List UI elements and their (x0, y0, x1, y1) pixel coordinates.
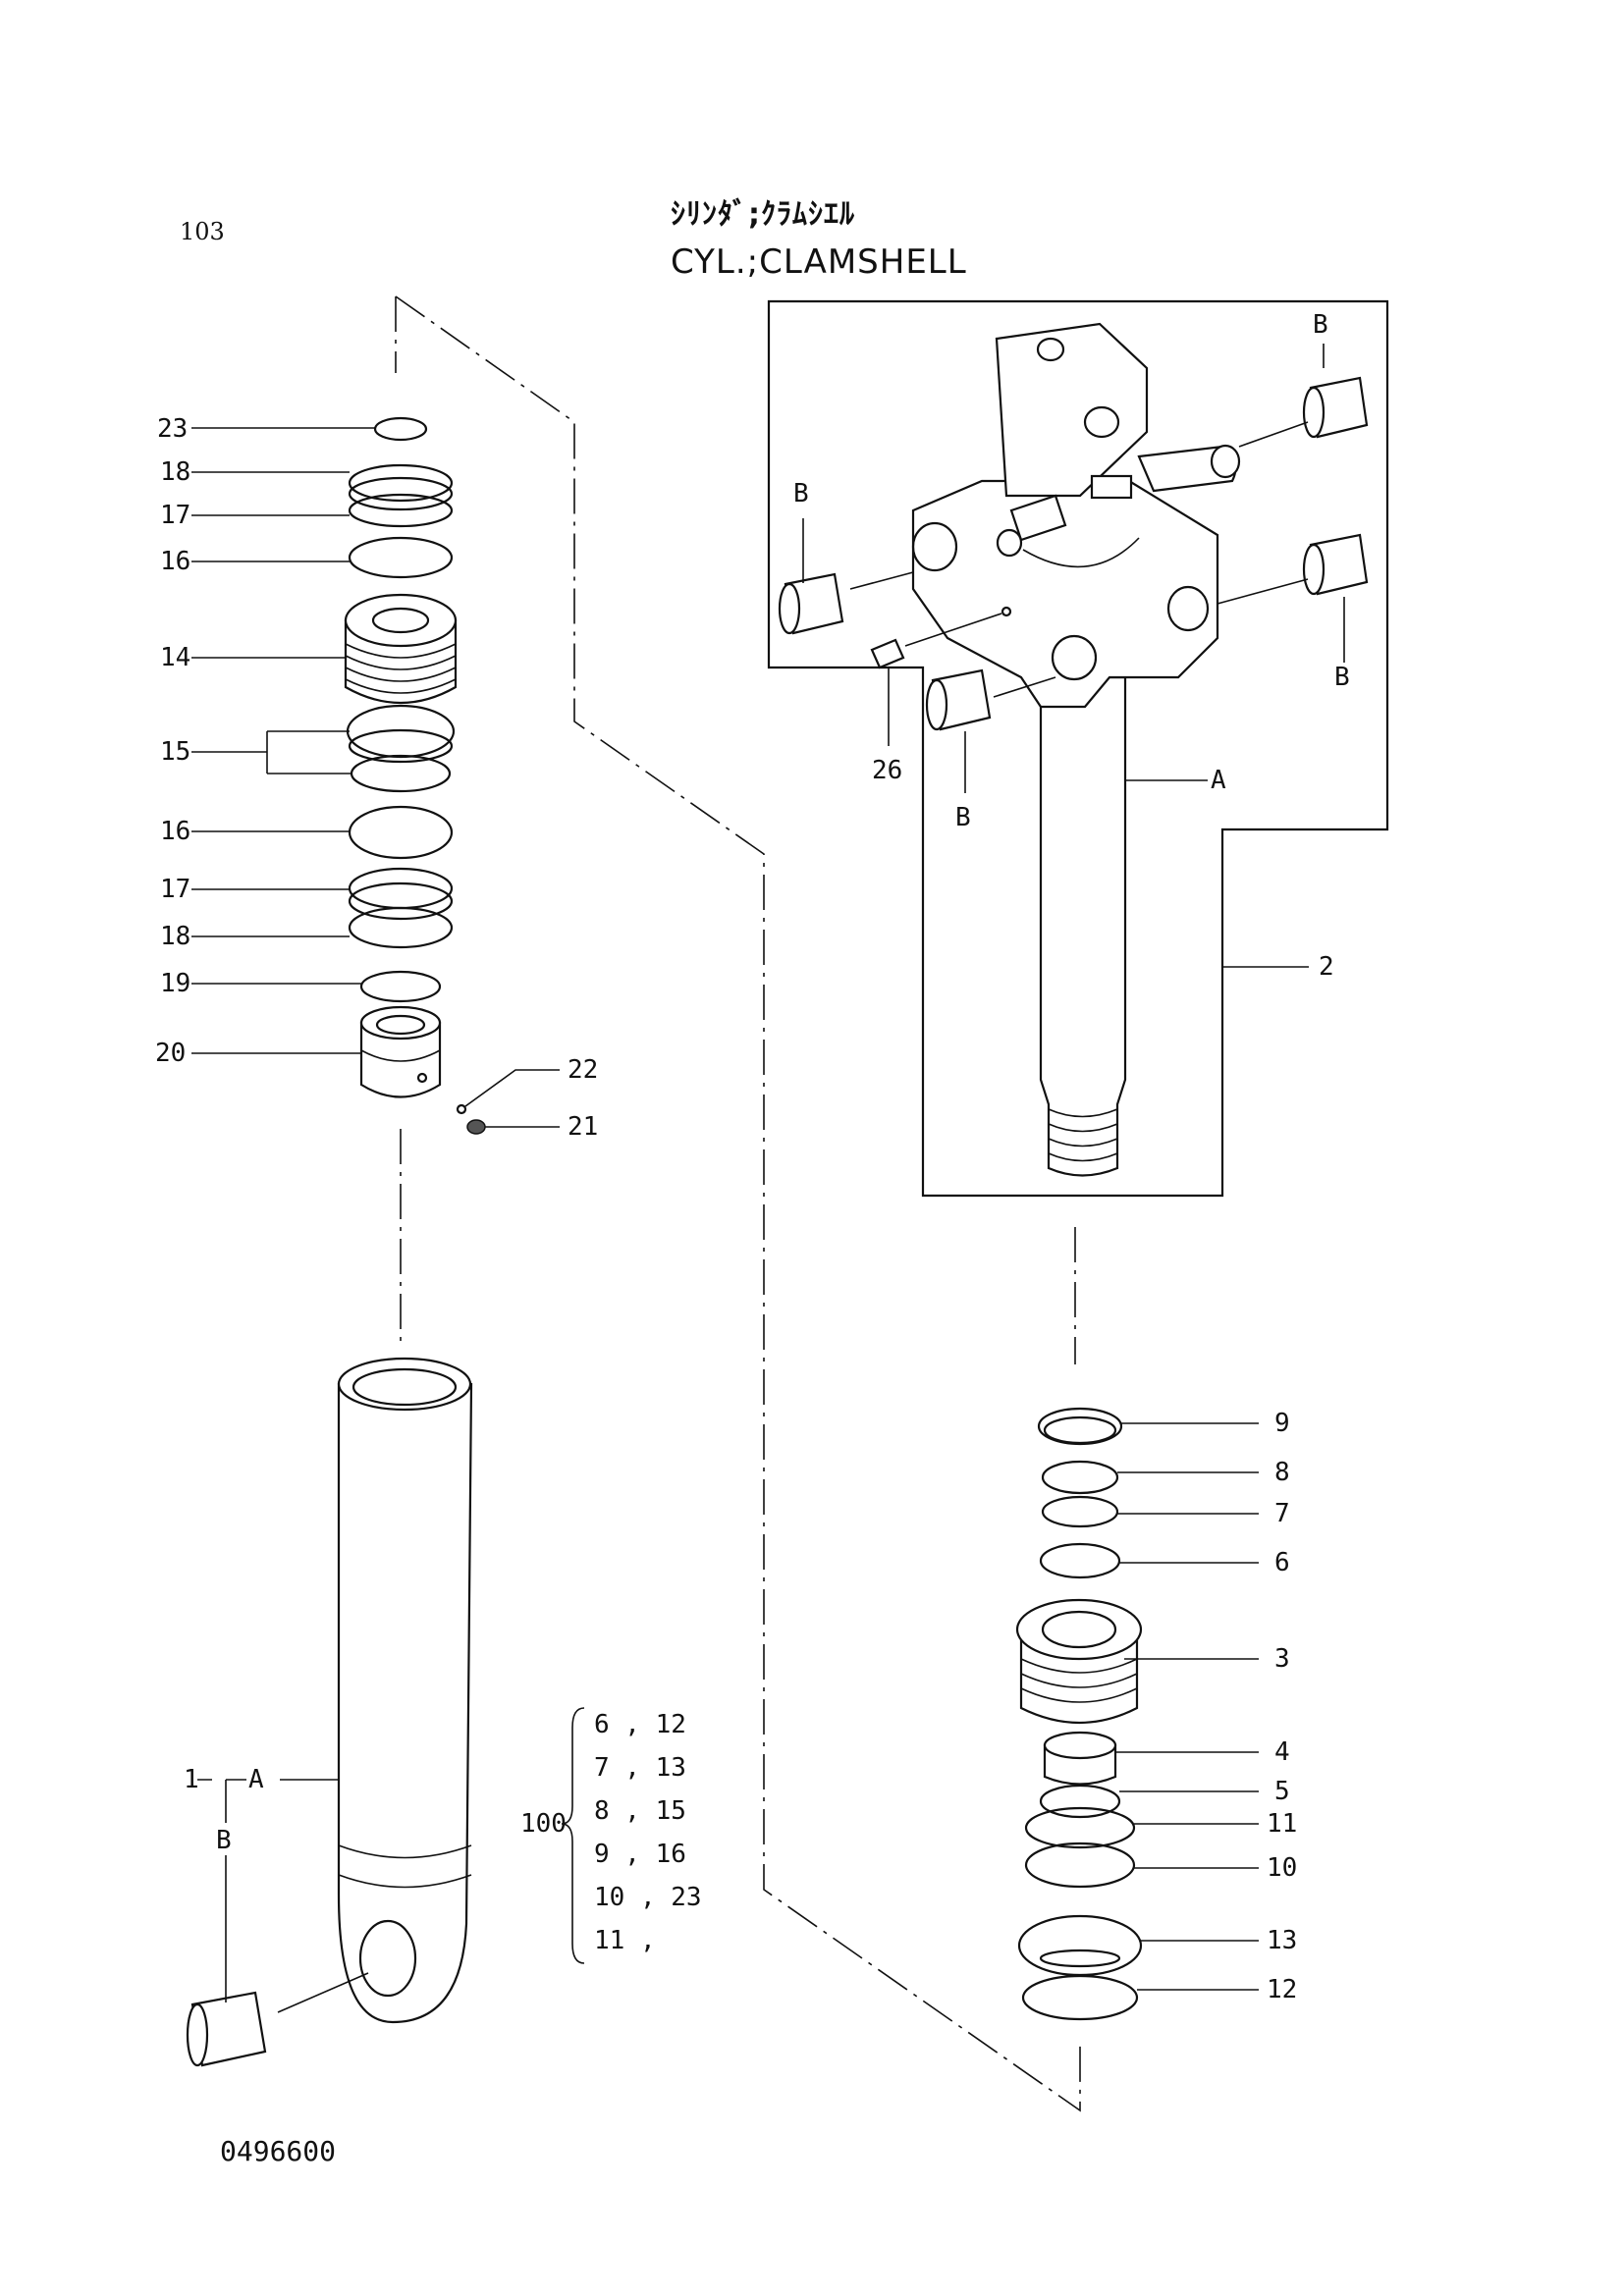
ring-11 (1024, 1806, 1136, 1849)
callout-B-bottom: B (955, 803, 971, 832)
leader-B1-dash (1238, 421, 1309, 448)
callout-2: 2 (1319, 952, 1334, 982)
seal-6 (1039, 1542, 1121, 1579)
kit-row: 7 , 13 (594, 1753, 686, 1783)
document-id: 0496600 (220, 2135, 337, 2167)
callout-18: 18 (160, 457, 191, 487)
callout-18: 18 (160, 922, 191, 951)
callout-1-A: A (248, 1765, 264, 1794)
ring-16-top (348, 536, 454, 579)
ring-5 (1039, 1784, 1121, 1819)
callout-23: 23 (157, 414, 189, 444)
rod-head (911, 479, 1219, 709)
callout-17: 17 (160, 875, 191, 904)
callout-A: A (1211, 766, 1226, 795)
ring-10 (1024, 1842, 1136, 1889)
seal-8 (1041, 1460, 1119, 1495)
leader-B4-dash (993, 676, 1056, 698)
leader-B3-dash (1217, 578, 1309, 605)
callout-5: 5 (1274, 1777, 1290, 1806)
kit-label-100: 100 (520, 1809, 567, 1839)
leader-bushing-left (277, 1972, 369, 2013)
kit-row: 9 , 16 (594, 1840, 686, 1869)
grease-nipple-26 (870, 638, 905, 669)
callout-B-right: B (1334, 663, 1350, 692)
kit-row: 8 , 15 (594, 1796, 686, 1826)
page-number: 103 (180, 218, 225, 245)
ring-18-top (348, 463, 454, 503)
leader-1 (197, 1779, 339, 1823)
callout-11: 11 (1267, 1809, 1298, 1839)
ring-12 (1021, 1974, 1139, 2021)
callout-4: 4 (1274, 1737, 1290, 1767)
kit-row: 6 , 12 (594, 1710, 686, 1739)
callout-17: 17 (160, 501, 191, 530)
screw-21 (466, 1119, 486, 1135)
ring-18-bottom (348, 906, 454, 949)
callout-12: 12 (1267, 1975, 1298, 2004)
rod-assembly-boundary (767, 299, 1389, 1198)
bolt-block (1090, 474, 1133, 500)
seal-7 (1041, 1495, 1119, 1528)
assembly-line-diagonal (395, 295, 1081, 2112)
washer-19 (359, 970, 442, 1003)
cylinder-tube-1 (337, 1382, 473, 2024)
callout-20: 20 (155, 1039, 187, 1068)
callout-16: 16 (160, 547, 191, 576)
title-japanese: ｼﾘﾝﾀﾞ;ｸﾗﾑｼｴﾙ (671, 197, 855, 232)
callout-7: 7 (1274, 1499, 1290, 1528)
callout-16: 16 (160, 817, 191, 846)
callout-9: 9 (1274, 1409, 1290, 1438)
callout-3: 3 (1274, 1644, 1290, 1674)
ring-17-top (348, 493, 454, 528)
leader-26-dash (904, 613, 1002, 647)
kit-contents: 6 , 12 7 , 13 8 , 15 9 , 16 10 , 23 11 , (594, 1703, 702, 1962)
callout-14: 14 (160, 643, 191, 672)
leader-15 (191, 730, 352, 774)
callout-6: 6 (1274, 1548, 1290, 1577)
kit-row: 10 , 23 (594, 1883, 702, 1912)
callout-13: 13 (1267, 1926, 1298, 1955)
callout-1: 1 (184, 1765, 199, 1794)
callout-B-upper-right: B (1313, 310, 1328, 340)
callout-21: 21 (568, 1112, 599, 1142)
clevis-eye (995, 322, 1149, 498)
callout-8: 8 (1274, 1458, 1290, 1487)
ring-16-bottom (348, 805, 454, 860)
piston-rod-2 (1039, 675, 1127, 1177)
leader-22 (464, 1069, 560, 1107)
callout-22: 22 (568, 1055, 599, 1085)
callout-1-B: B (216, 1826, 232, 1855)
callout-19: 19 (160, 969, 191, 998)
callout-26: 26 (872, 756, 903, 785)
callout-15: 15 (160, 737, 191, 767)
callout-10: 10 (1267, 1853, 1298, 1883)
o-ring-23 (373, 416, 428, 442)
kit-row: 11 , (594, 1926, 656, 1955)
callout-B-left: B (793, 479, 809, 508)
title-english: CYL.;CLAMSHELL (671, 242, 967, 282)
leader-B2-dash (849, 571, 914, 590)
kit-brace (561, 1707, 585, 1964)
nut-20 (359, 1021, 442, 1098)
ball-22 (456, 1103, 467, 1115)
